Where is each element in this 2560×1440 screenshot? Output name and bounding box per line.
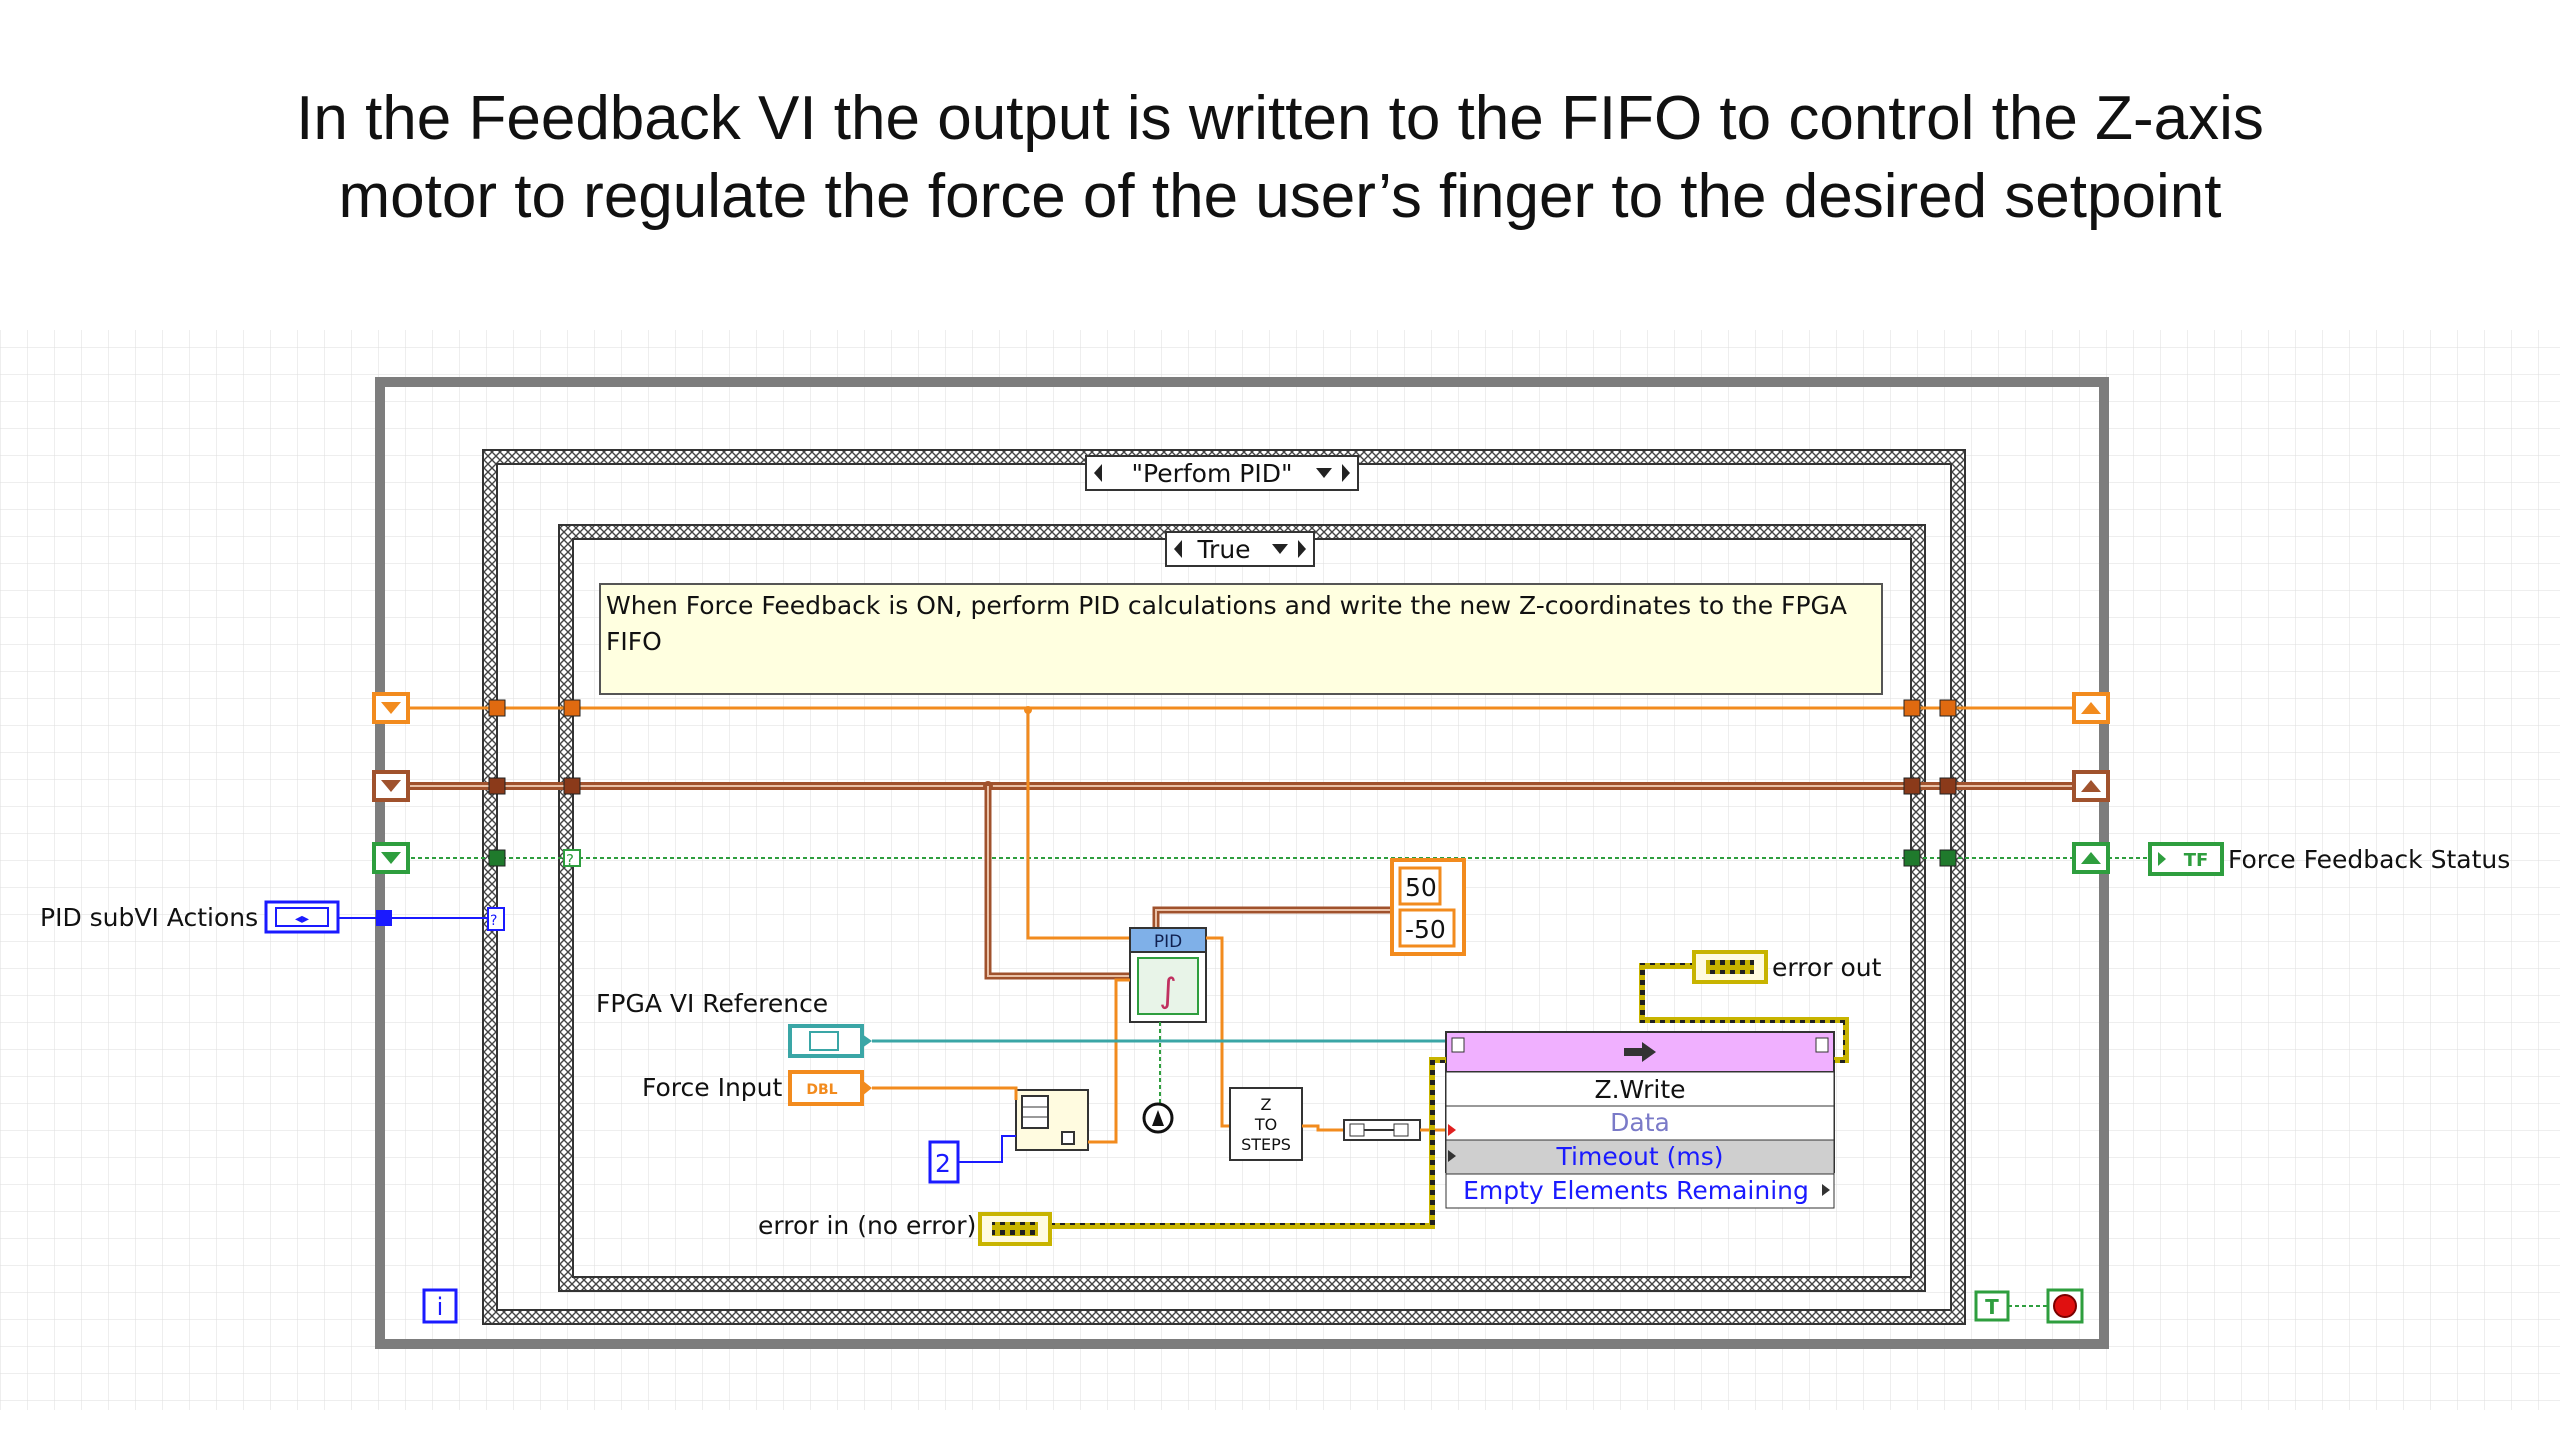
steps-wire[interactable] <box>1302 1124 1344 1132</box>
svg-text:Z: Z <box>1261 1095 1272 1114</box>
fifo-node-name: Z.Write <box>1594 1075 1685 1104</box>
pid-integral-icon: ∫ <box>1159 971 1177 1011</box>
error-out-label: error out <box>1772 953 1882 982</box>
fpga-vi-reference-label: FPGA VI Reference <box>596 989 828 1018</box>
outer-case-label: "Perfom PID" <box>1132 459 1293 488</box>
z-to-steps-subvi[interactable]: Z TO STEPS <box>1229 1087 1303 1161</box>
error-in-wire[interactable] <box>1050 1057 1446 1229</box>
error-in-terminal[interactable] <box>978 1212 1052 1246</box>
stop-condition-icon[interactable] <box>2046 1288 2084 1324</box>
pid-vi-block[interactable]: PID ∫ <box>1129 927 1207 1023</box>
inner-case-next-icon[interactable] <box>1298 540 1306 558</box>
index-wire[interactable] <box>958 1135 1016 1163</box>
pid-output-wire[interactable] <box>1206 936 1230 1128</box>
pid-block-label: PID <box>1154 932 1182 952</box>
index-output-wire[interactable] <box>1088 978 1130 1144</box>
svg-text:TF: TF <box>2184 850 2209 871</box>
fifo-write-arrow-icon <box>1624 1042 1656 1062</box>
svg-text:?: ? <box>490 913 497 929</box>
index-constant[interactable]: 2 <box>928 1140 960 1184</box>
svg-text:TO: TO <box>1254 1115 1277 1134</box>
fifo-timeout-terminal[interactable]: Timeout (ms) <box>1556 1142 1724 1171</box>
force-input-label: Force Input <box>642 1073 783 1102</box>
fpga-vi-reference-terminal[interactable] <box>788 1024 872 1058</box>
error-out-indicator[interactable] <box>1692 950 1768 984</box>
case-selector-terminal[interactable] <box>487 907 505 931</box>
outer-case-dropdown-icon[interactable] <box>1316 468 1332 478</box>
svg-text:STEPS: STEPS <box>1241 1135 1291 1154</box>
outer-case-selector[interactable]: "Perfom PID" <box>1085 455 1359 491</box>
slide-title: In the Feedback VI the output is written… <box>0 80 2560 236</box>
title-line-2: motor to regulate the force of the user’… <box>338 162 2222 231</box>
index-array-node[interactable] <box>1015 1089 1089 1151</box>
inner-case-selector[interactable]: True <box>1165 531 1315 567</box>
shift-register-right-orange[interactable] <box>2072 692 2110 724</box>
force-input-terminal[interactable]: DBL <box>788 1070 872 1106</box>
output-range-wire[interactable] <box>1152 906 1394 932</box>
svg-text:T: T <box>1985 1295 1999 1319</box>
force-feedback-status-label: Force Feedback Status <box>2228 845 2510 874</box>
shift-register-right-brown[interactable] <box>2072 770 2110 802</box>
limit-low-value: -50 <box>1405 915 1446 944</box>
error-out-wire[interactable] <box>1639 963 1849 1063</box>
shift-register-right-green[interactable] <box>2072 842 2110 874</box>
inner-case-dropdown-icon[interactable] <box>1272 544 1288 554</box>
comment-line-2: FIFO <box>606 627 662 656</box>
svg-text:DBL: DBL <box>806 1082 837 1098</box>
fifo-write-node[interactable]: Z.Write Data Timeout (ms) Empty Elements… <box>1445 1031 1835 1209</box>
pid-subvi-actions-label: PID subVI Actions <box>40 903 258 932</box>
outer-case-next-icon[interactable] <box>1342 464 1350 482</box>
title-line-1: In the Feedback VI the output is written… <box>296 84 2264 153</box>
outer-case-prev-icon[interactable] <box>1094 464 1102 482</box>
shift-register-left-green[interactable] <box>372 842 410 874</box>
fifo-empty-elements-terminal[interactable]: Empty Elements Remaining <box>1463 1176 1809 1205</box>
unwired-tunnel-glyph: ? <box>566 851 574 869</box>
error-in-label: error in (no error) <box>758 1211 976 1240</box>
shift-register-left-orange[interactable] <box>372 692 410 724</box>
iteration-terminal[interactable]: i <box>422 1288 458 1324</box>
fifo-data-terminal[interactable]: Data <box>1610 1108 1670 1137</box>
force-input-wire[interactable] <box>872 1086 1018 1100</box>
comment-box: When Force Feedback is ON, perform PID c… <box>599 583 1883 695</box>
comment-line-1: When Force Feedback is ON, perform PID c… <box>606 591 1847 620</box>
grid-background <box>0 330 2560 1410</box>
index-constant-value: 2 <box>935 1149 951 1178</box>
pid-gains-wire[interactable] <box>983 781 1130 980</box>
limit-high-value: 50 <box>1405 873 1437 902</box>
force-feedback-status-indicator[interactable]: TF <box>2148 842 2224 876</box>
stop-timing-icon <box>1142 1102 1174 1134</box>
inner-case-prev-icon[interactable] <box>1174 540 1182 558</box>
svg-text:i: i <box>437 1293 444 1321</box>
svg-text:◂▸: ◂▸ <box>295 911 309 927</box>
labview-block-diagram: "Perfom PID" True When Force Feedback is… <box>0 330 2560 1410</box>
inner-case-label: True <box>1196 535 1250 564</box>
pid-subvi-actions-control[interactable]: ◂▸ <box>264 900 340 934</box>
tunnels <box>488 699 1957 867</box>
shift-register-left-brown[interactable] <box>372 770 410 802</box>
true-constant[interactable]: T <box>1974 1290 2010 1322</box>
output-range-constant[interactable]: 50 -50 <box>1390 858 1466 956</box>
build-array-node[interactable] <box>1343 1119 1421 1141</box>
setpoint-wire[interactable] <box>1024 706 1130 940</box>
